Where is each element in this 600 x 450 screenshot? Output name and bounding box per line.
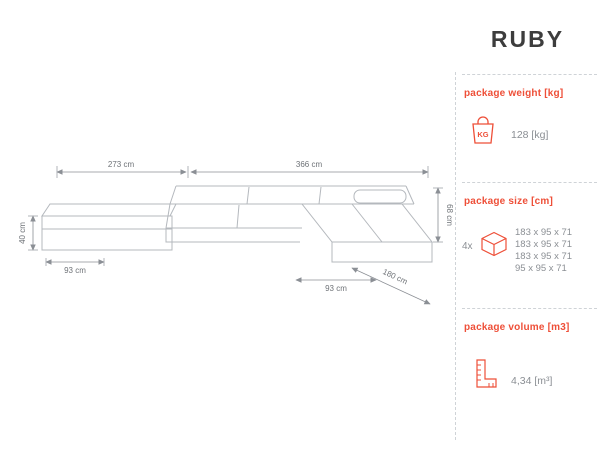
package-box-icon: [481, 231, 507, 257]
dimension-label-right-height: 68 cm: [445, 204, 454, 226]
seat-left-edge: [165, 203, 171, 229]
left-chaise-front: [41, 215, 173, 251]
package-size-line: 183 x 95 x 71: [515, 251, 573, 262]
dimension-label-bottom-left: 93 cm: [64, 266, 86, 275]
sidebar-divider: [462, 182, 597, 183]
dimension-label-top-right: 366 cm: [296, 160, 323, 169]
seat-base: [165, 228, 300, 243]
right-chaise-front: [331, 241, 433, 263]
kg-bag-icon: KG: [472, 116, 494, 144]
dimension-366: 366 cm: [190, 160, 429, 178]
package-volume-value: 4,34 [m³]: [511, 375, 553, 387]
package-weight-header: package weight [kg]: [464, 88, 564, 99]
package-size-line: 183 x 95 x 71: [515, 239, 573, 250]
package-size-header: package size [cm]: [464, 196, 553, 207]
svg-text:KG: KG: [477, 130, 488, 139]
info-sidebar: RUBY package weight [kg] KG 128 [kg] pac…: [455, 0, 600, 450]
backrest-divider-1: [246, 186, 250, 205]
package-quantity-label: 4x: [462, 241, 473, 252]
dimension-93-middle: 93 cm: [295, 277, 377, 293]
dimension-label-top-left: 273 cm: [108, 160, 135, 169]
dimension-93-left: 93 cm: [45, 258, 105, 275]
right-back-pillow: [353, 189, 407, 204]
sidebar-vertical-divider: [455, 72, 456, 440]
dimension-180: 180 cm: [351, 267, 431, 305]
right-chaise-seam: [351, 203, 383, 243]
dimension-40: 40 cm: [18, 215, 38, 251]
package-size-values: 183 x 95 x 71 183 x 95 x 71 183 x 95 x 7…: [515, 227, 572, 275]
ruler-icon: [476, 359, 497, 388]
sidebar-divider: [462, 74, 597, 75]
backrest-left-edge: [169, 185, 177, 205]
dimension-label-left-height: 40 cm: [18, 222, 27, 244]
package-weight-value: 128 [kg]: [511, 129, 549, 141]
seat-divider: [236, 204, 240, 229]
sidebar-divider: [462, 308, 597, 309]
backrest-divider-2: [318, 186, 322, 205]
sofa-drawing: [41, 185, 434, 263]
dimension-label-bottom-middle: 93 cm: [325, 284, 347, 293]
package-volume-header: package volume [m3]: [464, 322, 570, 333]
product-title: RUBY: [490, 26, 565, 52]
package-size-line: 95 x 95 x 71: [515, 263, 567, 274]
dimension-68: 68 cm: [433, 187, 454, 243]
package-size-line: 183 x 95 x 71: [515, 227, 573, 238]
left-chaise-top: [41, 203, 177, 217]
dimension-273: 273 cm: [56, 160, 189, 178]
backrest-right-edge: [405, 185, 415, 205]
